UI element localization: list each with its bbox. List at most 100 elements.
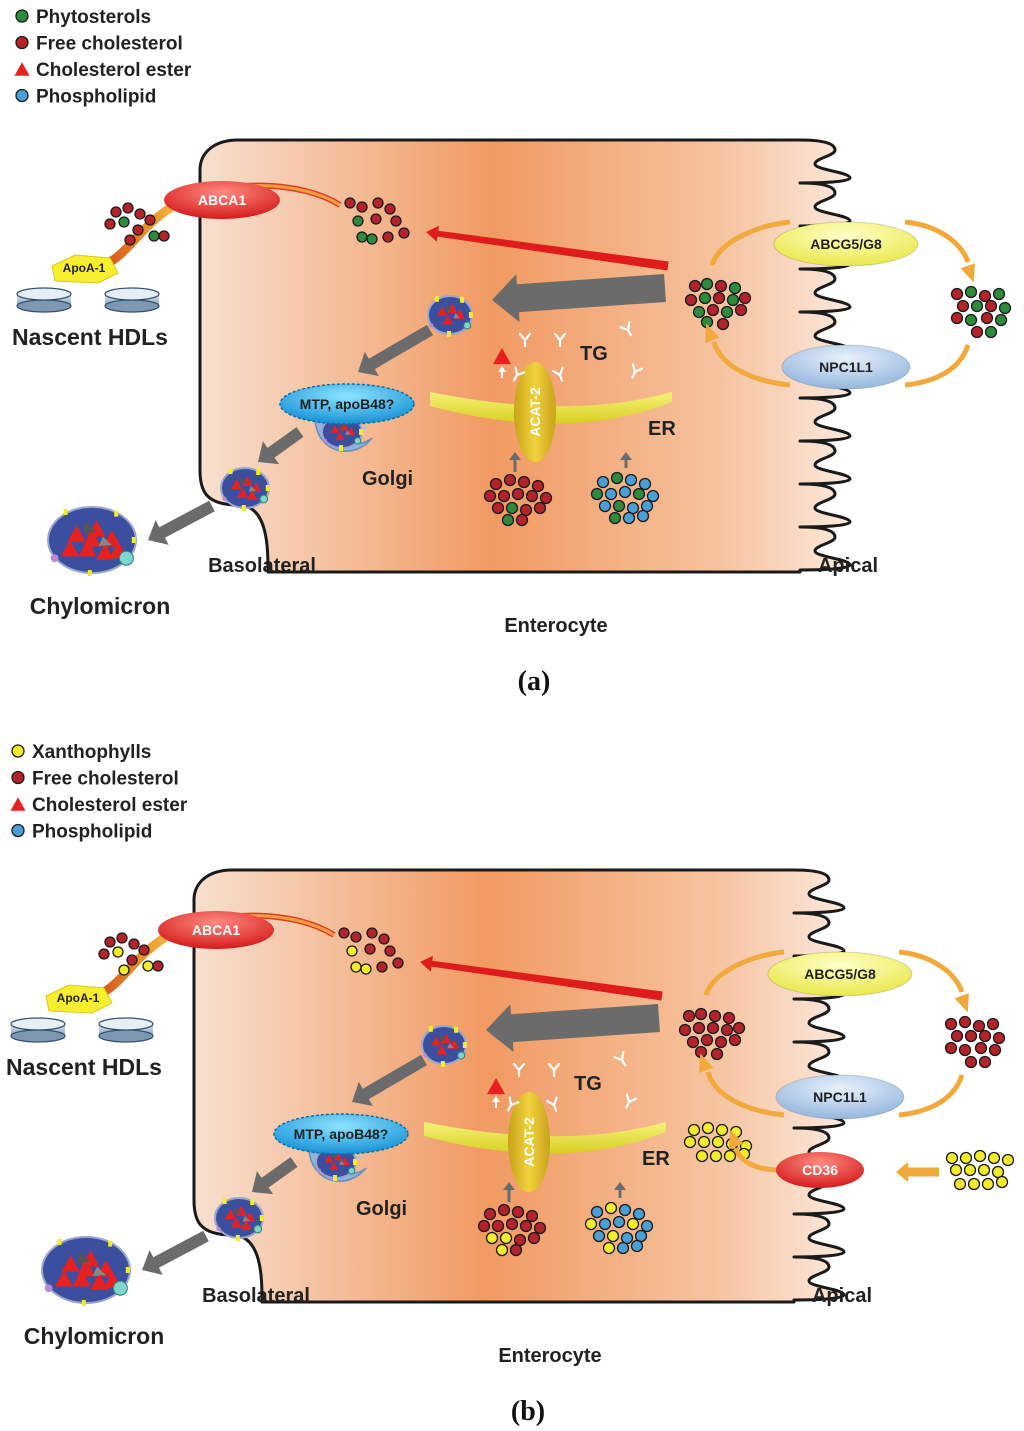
apob-wedge — [447, 1043, 454, 1049]
molecule-dot — [519, 1219, 533, 1233]
molecule-dot — [485, 1231, 499, 1245]
molecule-dot — [384, 203, 396, 215]
er-to-golgi-arrow — [358, 324, 434, 377]
secretion-arrow — [142, 1230, 209, 1275]
apoa1-label: ApoA-1 — [57, 991, 100, 1005]
molecule-dot — [963, 1163, 977, 1177]
molecule-dot — [144, 214, 156, 226]
molecule-dot — [636, 509, 650, 523]
molecule-dot — [618, 1203, 632, 1217]
apolipoprotein-sphere — [44, 1284, 53, 1293]
apical-label: Apical — [812, 1285, 872, 1307]
molecule-dot — [964, 285, 978, 299]
molecule-dot — [122, 202, 134, 214]
molecule-dot — [700, 1033, 714, 1047]
molecule-dot — [640, 499, 654, 513]
abcg5-g8-transporter — [773, 221, 919, 267]
ester-substrate-arrow — [503, 1182, 515, 1202]
cycle-arrow — [898, 1074, 965, 1118]
cycle-arrow — [898, 949, 965, 993]
molecule-dot — [722, 1011, 736, 1025]
acat2-body — [514, 362, 556, 462]
molecule-dot — [505, 1217, 519, 1231]
molecule-dot — [491, 501, 505, 515]
apolipoprotein-tick — [228, 468, 233, 474]
molecule-dot — [116, 932, 128, 944]
molecule-dot — [972, 1019, 986, 1033]
molecule-dot — [531, 479, 545, 493]
molecule-dot — [998, 301, 1012, 315]
apolipoprotein-sphere — [423, 1053, 428, 1058]
molecule-dot — [364, 943, 376, 955]
molecule-dot — [958, 1015, 972, 1029]
molecule-dot — [711, 1135, 725, 1149]
apob-wedge — [83, 521, 97, 534]
molecule-dot — [978, 1029, 992, 1043]
molecule-dot — [513, 1233, 527, 1247]
molecule-dot — [612, 499, 626, 513]
triglyceride-stroke — [553, 332, 567, 348]
golgi-lipoprotein — [321, 415, 363, 451]
cycle-arrowhead — [705, 323, 720, 343]
apob-wedge — [77, 1251, 91, 1264]
molecule-dot — [949, 1163, 963, 1177]
cholesterol-ester-triangle — [437, 306, 448, 316]
abca1-transporter — [158, 911, 274, 949]
ester-substrate-arrow — [620, 452, 632, 468]
molecule-dot — [511, 487, 525, 501]
molecule-dot — [630, 1239, 644, 1253]
molecule-dot — [964, 1055, 978, 1069]
molecule-dot — [158, 230, 170, 242]
molecule-dot — [944, 1017, 958, 1031]
molecule-dot — [501, 513, 515, 527]
pre-chylomicron-exocytosis — [214, 1197, 264, 1241]
molecule-dot — [499, 1231, 513, 1245]
nascent-hdl-disk — [104, 287, 160, 313]
cd36-uptake-arrow — [896, 1162, 939, 1182]
molecule-dot — [350, 961, 362, 973]
cholesterol-ester-triangle — [240, 1220, 252, 1230]
molecule-dot — [483, 489, 497, 503]
molecule-dot — [710, 1047, 724, 1061]
npc1l1-transporter — [775, 1074, 905, 1120]
molecule-dot — [992, 287, 1006, 301]
molecule-dot — [598, 499, 612, 513]
molecule-dot — [980, 311, 994, 325]
molecule-dot — [533, 1221, 547, 1235]
molecule-dot — [352, 215, 364, 227]
molecule-dot — [950, 287, 964, 301]
molecule-dot — [632, 1207, 646, 1221]
legend-swatch-dot — [11, 823, 25, 838]
molecule-dot — [945, 1151, 959, 1165]
molecule-dot — [596, 475, 610, 489]
molecule-dot — [612, 1215, 626, 1229]
apolipoprotein-tick — [440, 1061, 445, 1067]
apolipoprotein-sphere — [50, 554, 59, 563]
legend-label: Phytosterols — [36, 7, 151, 28]
cholesterol-ester-triangle — [241, 476, 253, 486]
molecule-dot — [366, 233, 378, 245]
cholesterol-ester-triangle — [61, 1255, 80, 1272]
apolipoprotein-tick — [108, 1240, 113, 1247]
molecule-dot — [590, 1205, 604, 1219]
basolateral-label: Basolateral — [208, 555, 316, 577]
abca1-label: ABCA1 — [192, 922, 240, 938]
molecule-dot — [732, 1021, 746, 1035]
molecule-dot — [694, 1007, 708, 1021]
cholesterol-ester-triangle — [329, 1162, 339, 1170]
cycle-arrow — [904, 219, 971, 263]
cycle-arrowhead — [954, 993, 969, 1013]
golgi-to-membrane-arrow — [258, 427, 304, 465]
molecule-dot — [978, 289, 992, 303]
molecule-dot — [714, 1035, 728, 1049]
molecule-dot — [517, 475, 531, 489]
cycle-arrowhead — [699, 1053, 714, 1073]
enterocyte-label: Enterocyte — [498, 1345, 601, 1367]
apolipoprotein-tick — [339, 445, 343, 451]
npc1l1-label: NPC1L1 — [819, 359, 873, 375]
apolipoprotein-tick — [428, 1025, 433, 1032]
molecule-dot — [356, 231, 368, 243]
pre-chylomicron-exocytosis — [220, 467, 270, 511]
apolipoprotein-tick — [241, 505, 246, 511]
molecule-dot — [503, 473, 517, 487]
